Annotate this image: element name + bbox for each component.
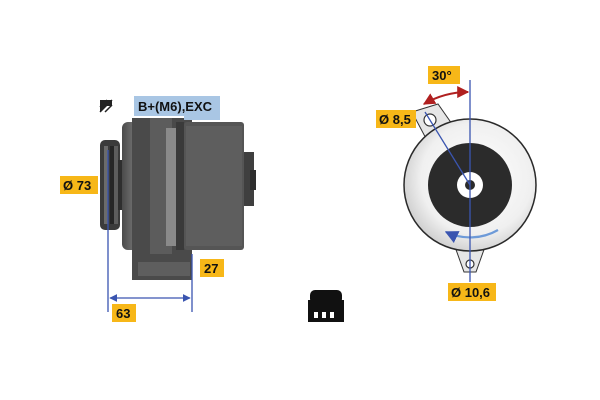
rotation-arrow-icon <box>444 229 499 244</box>
front-housing <box>122 118 192 254</box>
rear-housing <box>184 122 256 250</box>
label-hole-upper-text: Ø 8,5 <box>379 112 411 127</box>
regulator-icon <box>308 290 344 322</box>
label-length-27-text: 27 <box>204 261 218 276</box>
side-view <box>99 99 256 312</box>
label-pulley-diameter: Ø 73 <box>60 176 98 194</box>
label-connector-text: B+(M6),EXC <box>138 99 213 114</box>
label-pulley-diameter-text: Ø 73 <box>63 178 91 193</box>
dimension-lines <box>107 150 193 312</box>
label-length-27: 27 <box>200 259 224 277</box>
label-angle-text: 30° <box>432 68 452 83</box>
hatch-icon <box>99 99 113 113</box>
front-view <box>403 80 537 282</box>
label-length-63: 63 <box>112 304 136 322</box>
label-hole-lower-text: Ø 10,6 <box>451 285 490 300</box>
label-angle: 30° <box>428 66 460 84</box>
label-length-63-text: 63 <box>116 306 130 321</box>
angle-arc <box>422 86 470 105</box>
mounting-foot <box>132 254 192 280</box>
label-connector: B+(M6),EXC <box>134 96 220 116</box>
label-hole-upper: Ø 8,5 <box>376 110 416 128</box>
label-hole-lower: Ø 10,6 <box>448 283 496 301</box>
